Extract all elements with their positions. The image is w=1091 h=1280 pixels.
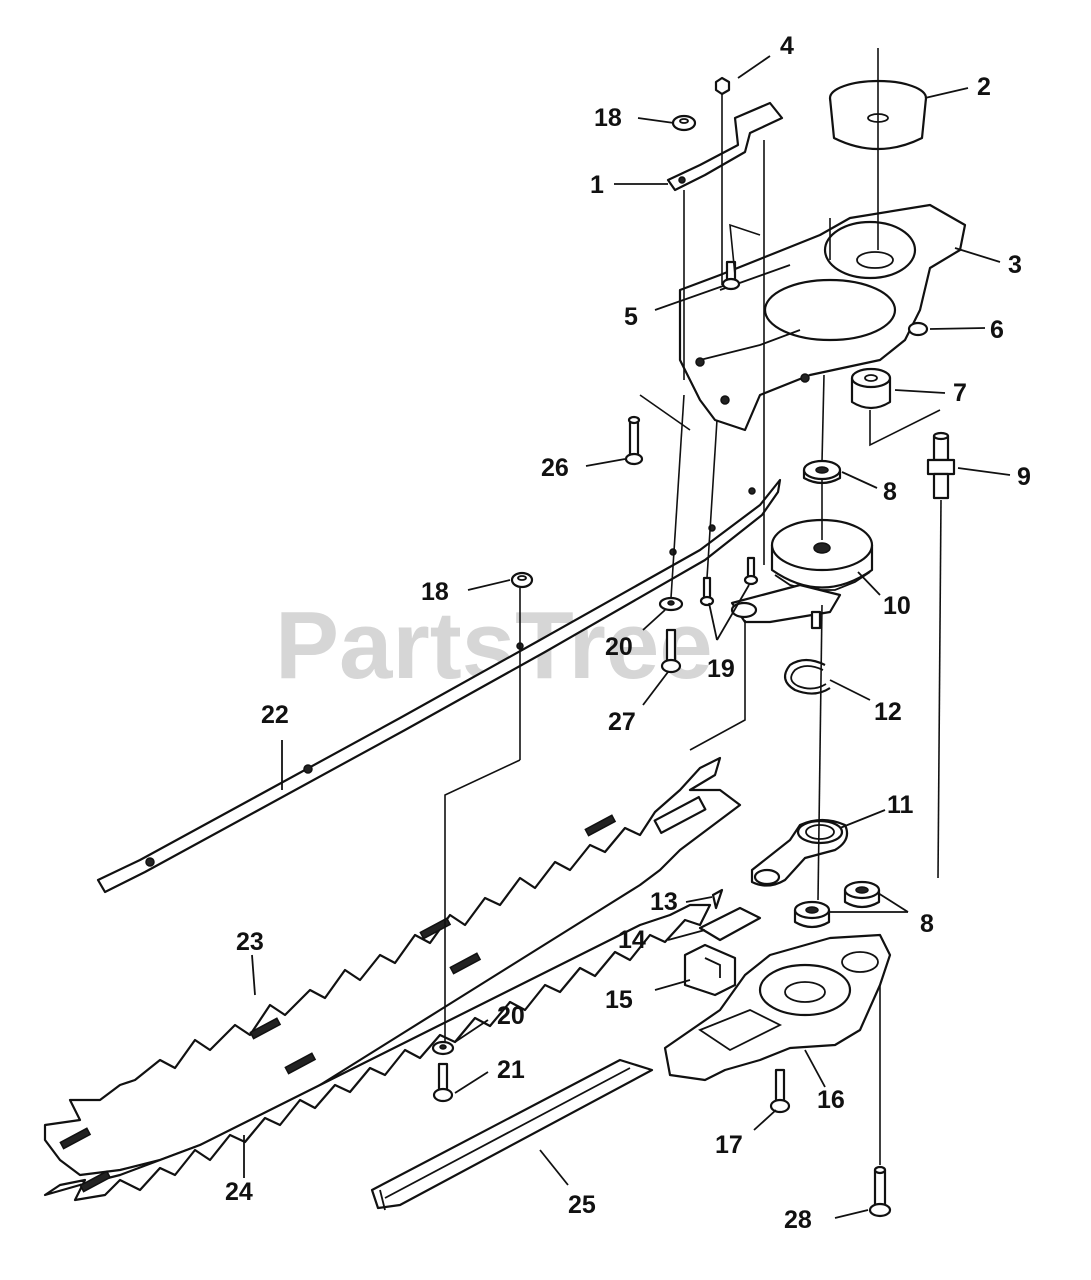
label-14: 14 xyxy=(618,926,646,954)
part-27-screw[interactable] xyxy=(660,628,682,674)
label-19: 19 xyxy=(707,655,735,683)
part-21-screw[interactable] xyxy=(432,1062,454,1103)
label-9: 9 xyxy=(1017,463,1031,491)
part-1-bracket[interactable] xyxy=(666,101,784,192)
label-17: 17 xyxy=(715,1131,743,1159)
label-7: 7 xyxy=(953,379,967,407)
part-13-screw[interactable] xyxy=(711,888,724,910)
part-20-washer-lower[interactable] xyxy=(431,1040,455,1056)
label-2: 2 xyxy=(977,73,991,101)
label-26: 26 xyxy=(541,454,569,482)
part-25-guide[interactable] xyxy=(370,1058,654,1211)
label-20-lower: 20 xyxy=(497,1002,525,1030)
label-13: 13 xyxy=(650,888,678,916)
part-4-nut[interactable] xyxy=(714,76,731,96)
label-11: 11 xyxy=(887,791,914,819)
label-15: 15 xyxy=(605,986,633,1014)
label-leaders xyxy=(243,55,1011,1219)
label-8-lower: 8 xyxy=(920,910,934,938)
label-18-lower: 18 xyxy=(421,578,449,606)
part-8-bushing-lower-1[interactable] xyxy=(793,900,831,929)
part-14-plate[interactable] xyxy=(698,906,762,942)
watermark: PartsTree xyxy=(275,592,713,699)
part-18-nut-lower[interactable] xyxy=(510,571,534,589)
part-28-bolt[interactable] xyxy=(868,1165,892,1218)
part-19-plate[interactable] xyxy=(730,583,842,630)
part-23-blade-upper[interactable] xyxy=(43,756,742,1177)
part-17-screw[interactable] xyxy=(769,1068,791,1114)
label-3: 3 xyxy=(1008,251,1022,279)
label-16: 16 xyxy=(817,1086,845,1114)
label-18-top: 18 xyxy=(594,104,622,132)
label-22: 22 xyxy=(261,701,289,729)
part-18-nut-top[interactable] xyxy=(671,114,697,132)
part-10-gear[interactable] xyxy=(770,518,874,591)
part-labels: 4 2 18 1 3 5 6 7 26 8 9 18 10 20 19 27 1… xyxy=(225,32,1031,1234)
part-19-screws[interactable] xyxy=(699,556,759,607)
label-21: 21 xyxy=(497,1056,525,1084)
part-16-lower-housing[interactable] xyxy=(663,933,892,1082)
part-6-plug[interactable] xyxy=(907,321,929,337)
part-26-screw[interactable] xyxy=(624,415,644,466)
label-12: 12 xyxy=(874,698,902,726)
label-5: 5 xyxy=(624,303,638,331)
assembly-lines xyxy=(444,48,942,1165)
part-12-snap-ring[interactable] xyxy=(783,658,831,695)
label-20-upper: 20 xyxy=(605,633,633,661)
label-24: 24 xyxy=(225,1178,253,1206)
part-20-washer-upper[interactable] xyxy=(658,596,684,612)
part-8-bushing-lower-2[interactable] xyxy=(843,880,881,909)
label-6: 6 xyxy=(990,316,1004,344)
part-7-bushing[interactable] xyxy=(850,367,892,410)
part-9-shaft[interactable] xyxy=(926,431,956,500)
label-1: 1 xyxy=(590,171,604,199)
label-28: 28 xyxy=(784,1206,812,1234)
part-11-rod[interactable] xyxy=(750,818,849,887)
label-4: 4 xyxy=(780,32,794,60)
label-25: 25 xyxy=(568,1191,596,1219)
part-15-block[interactable] xyxy=(683,943,737,997)
part-24-blade-lower[interactable] xyxy=(43,903,712,1202)
label-8-upper: 8 xyxy=(883,478,897,506)
label-10: 10 xyxy=(883,592,911,620)
label-27: 27 xyxy=(608,708,636,736)
label-23: 23 xyxy=(236,928,264,956)
part-3-housing[interactable] xyxy=(678,203,967,432)
